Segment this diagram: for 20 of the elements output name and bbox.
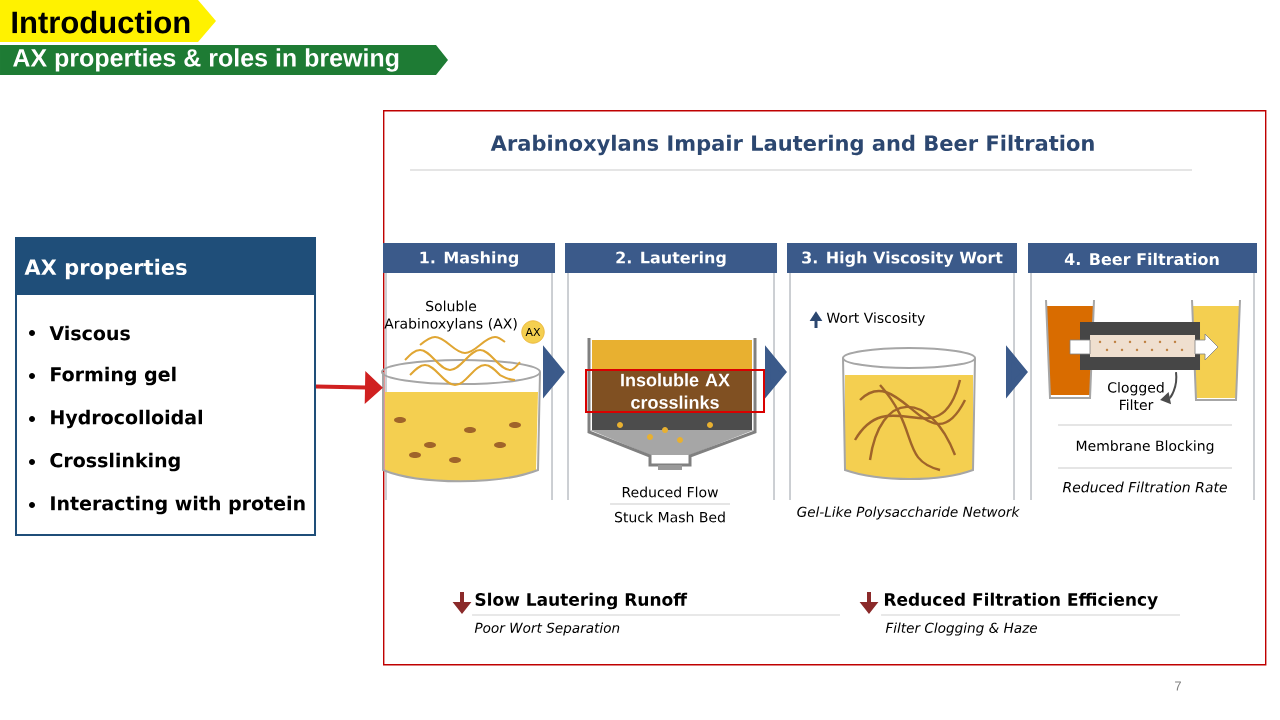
summary-text: Poor Wort Separation — [474, 622, 620, 636]
stage-text: Stuck Mash Bed — [615, 511, 725, 523]
stage-text: Membrane Blocking — [1076, 440, 1214, 454]
summary-heading: Reduced Filtration Efficiency — [884, 592, 1158, 610]
title-banner: Introduction — [0, 0, 216, 42]
stage-text: Soluble Arabinoxylans (AX) — [384, 300, 517, 332]
ax-badge: AX — [521, 320, 545, 344]
subtitle-banner: AX properties & roles in brewing — [0, 45, 448, 75]
stage-text: Reduced Flow — [622, 486, 718, 498]
stage-text: Wort Viscosity — [826, 312, 925, 326]
stage-text: Gel-Like Polysaccharide Network — [797, 506, 1020, 520]
infographic-panel — [383, 110, 1267, 666]
page-number: 7 — [1175, 681, 1181, 691]
stage-text: Reduced Filtration Rate — [1062, 481, 1227, 493]
highlight-box: Insoluble AX crosslinks — [585, 369, 765, 413]
leader-text: Clogged Filter — [1108, 381, 1164, 411]
property-box: AX properties Viscous Forming gel Hydrocolloidal Crosslinking Interacting with protein — [15, 237, 316, 536]
panel-title: Arabinoxylans Impair Lautering and Beer Filtration — [490, 134, 1094, 156]
summary-heading: Slow Lautering Runoff — [475, 592, 688, 610]
summary-text: Filter Clogging & Haze — [885, 622, 1038, 636]
